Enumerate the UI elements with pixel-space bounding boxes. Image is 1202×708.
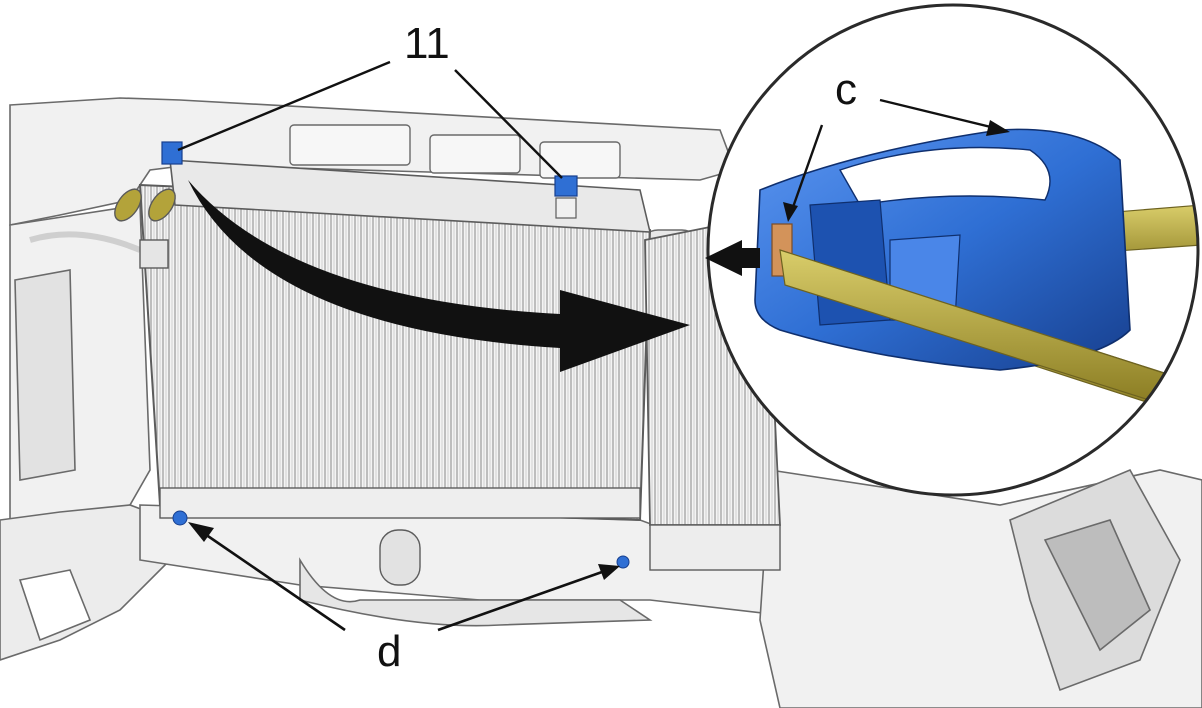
lower-mount-left	[172, 510, 188, 526]
leader-arrow-d-left	[188, 522, 346, 632]
detail-c-label: c	[835, 65, 857, 114]
upper-mount-left	[161, 141, 183, 165]
part-number-label: 11	[404, 19, 450, 68]
magnified-detail-view	[706, 3, 1200, 497]
lower-mount-right	[616, 555, 630, 569]
condenser	[644, 223, 781, 571]
leader-line-11-left	[177, 60, 391, 152]
leader-arrow-d-right	[437, 564, 620, 632]
detail-d-label: d	[377, 627, 402, 676]
left-hose-connectors	[29, 188, 176, 269]
vehicle-front-structure	[0, 97, 1202, 708]
leader-arrow-c-tab	[783, 124, 824, 222]
pointer-arrow-icon	[705, 240, 760, 276]
leader-line-11-right	[454, 69, 563, 179]
leader-arrow-c-top	[879, 98, 1010, 136]
curved-arrow-icon	[188, 180, 690, 372]
upper-mount-right	[554, 175, 578, 219]
